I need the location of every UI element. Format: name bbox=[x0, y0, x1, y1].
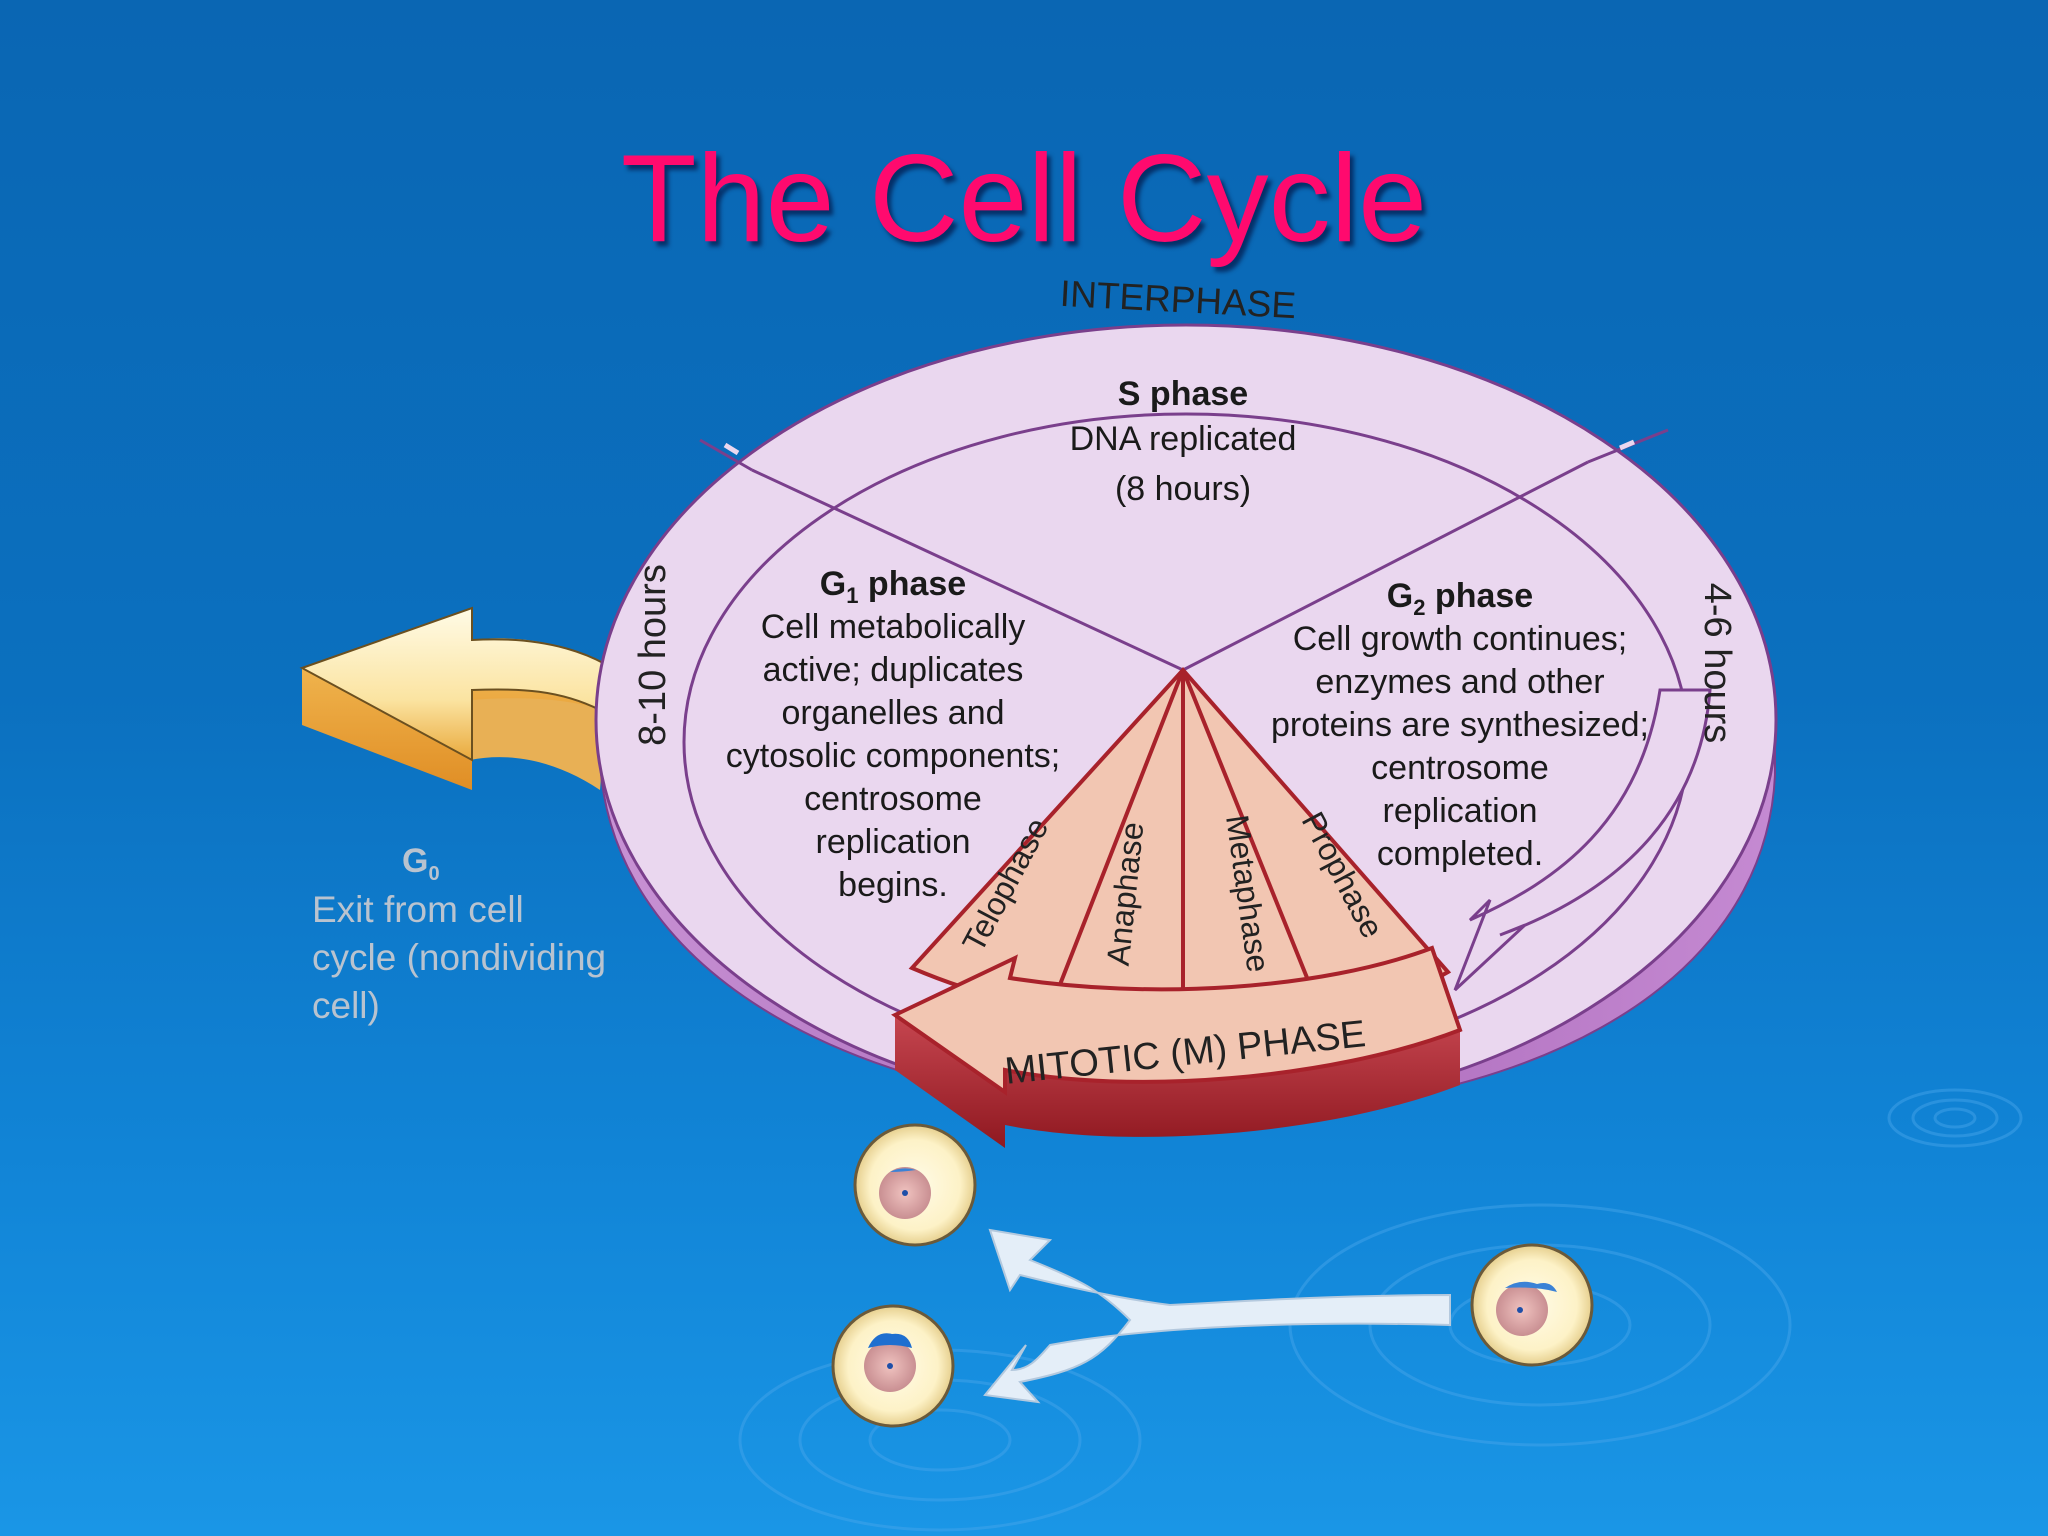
s-phase-line-1: DNA replicated bbox=[1070, 420, 1297, 458]
g1-phase-line-2: active; duplicates bbox=[763, 651, 1024, 689]
g1-phase-title: G1 phase bbox=[820, 565, 966, 608]
interphase-label: INTERPHASE bbox=[1059, 273, 1297, 326]
mitotic-band-arrow bbox=[891, 945, 1463, 1148]
daughter-cell-top bbox=[853, 1123, 977, 1247]
parent-cell bbox=[1470, 1243, 1594, 1367]
g1-phase-line-7: begins. bbox=[838, 866, 948, 904]
g2-phase-line-4: centrosome bbox=[1371, 749, 1549, 787]
s-phase-title: S phase bbox=[1118, 375, 1248, 413]
g2-phase-line-5: replication bbox=[1383, 792, 1538, 830]
g1-duration: 8-10 hours bbox=[632, 564, 674, 746]
g0-line-1: Exit from cell bbox=[312, 889, 524, 930]
g1-phase-line-3: organelles and bbox=[781, 694, 1004, 732]
g2-to-mitosis-arrow bbox=[1453, 688, 1712, 992]
g0-description: Exit from cell cycle (nondividing cell) bbox=[312, 889, 606, 1026]
g2-phase-line-6: completed. bbox=[1377, 835, 1543, 873]
g0-line-3: cell) bbox=[312, 985, 380, 1026]
g1-phase-line-1: Cell metabolically bbox=[761, 608, 1026, 646]
g0-line-2: cycle (nondividing bbox=[312, 937, 606, 978]
cell-division-arrow bbox=[983, 1228, 1451, 1404]
g2-phase-line-2: enzymes and other bbox=[1315, 663, 1604, 701]
g2-phase-line-3: proteins are synthesized; bbox=[1271, 706, 1649, 744]
phase-dividers bbox=[699, 428, 1669, 672]
daughter-cell-bottom bbox=[831, 1304, 955, 1428]
slide-title: The Cell Cycle bbox=[620, 130, 1428, 268]
g1-phase-line-5: centrosome bbox=[804, 780, 982, 818]
g2-phase-line-1: Cell growth continues; bbox=[1293, 620, 1628, 658]
g1-phase-description: Cell metabolically active; duplicates orga… bbox=[726, 608, 1061, 904]
g0-exit-arrow bbox=[299, 606, 642, 790]
g1-phase-line-4: cytosolic components; bbox=[726, 737, 1061, 775]
g1-phase-line-6: replication bbox=[816, 823, 971, 861]
g2-duration: 4-6 hours bbox=[1696, 583, 1738, 744]
s-phase-line-2: (8 hours) bbox=[1115, 470, 1251, 508]
g2-phase-description: Cell growth continues; enzymes and other p… bbox=[1271, 620, 1649, 873]
g2-phase-title: G2 phase bbox=[1387, 577, 1533, 620]
g0-title: G0 bbox=[402, 842, 440, 885]
